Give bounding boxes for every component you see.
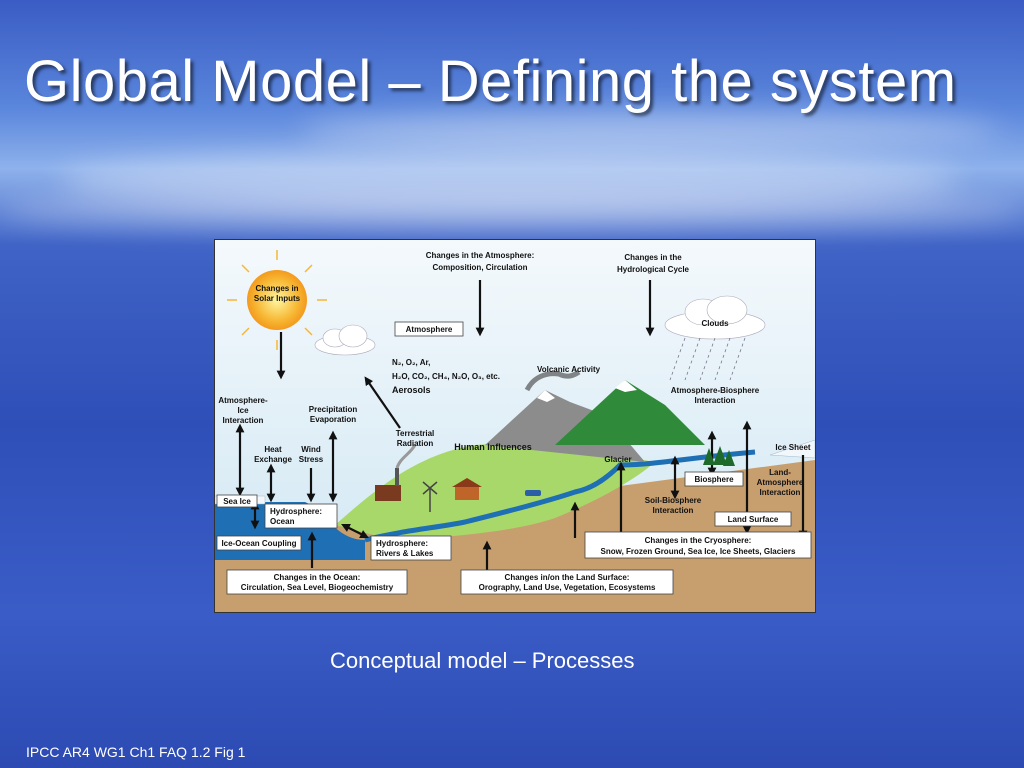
atm-bio-1: Atmosphere-Biosphere: [671, 386, 760, 395]
factory: [375, 485, 401, 501]
gases-line2: H₂O, CO₂, CH₄, N₂O, O₃, etc.: [392, 372, 500, 381]
atm-ice-1: Atmosphere-: [218, 396, 268, 405]
land-changes-box: [460, 569, 674, 595]
solar-label-2: Solar Inputs: [254, 294, 301, 303]
clouds-label: Clouds: [701, 319, 729, 328]
atmosphere-box: [394, 321, 464, 337]
land-atm-1: Land-: [769, 468, 791, 477]
rivers-1: Hydrosphere:: [376, 539, 428, 548]
background-cloud: [60, 150, 960, 210]
source-citation: IPCC AR4 WG1 Ch1 FAQ 1.2 Fig 1: [26, 744, 246, 760]
precip-1: Precipitation: [309, 405, 358, 414]
volcanic-label: Volcanic Activity: [537, 365, 601, 374]
biosphere-label: Biosphere: [694, 475, 734, 484]
land-changes-2: Orography, Land Use, Vegetation, Ecosyst…: [479, 583, 656, 592]
land-surface-label: Land Surface: [728, 515, 779, 524]
cryo-box: [584, 531, 812, 559]
ocean-changes-2: Circulation, Sea Level, Biogeochemistry: [241, 583, 394, 592]
ice-ocean-label: Ice-Ocean Coupling: [221, 539, 296, 548]
wind-2: Stress: [299, 455, 324, 464]
house: [455, 486, 479, 500]
volcanic-smoke: [524, 369, 581, 392]
chimney-smoke: [395, 444, 417, 469]
land-atm-3: Interaction: [760, 488, 801, 497]
land: [335, 443, 655, 539]
atmos-changes-1: Changes in the Atmosphere:: [426, 251, 535, 260]
background-cloud: [300, 110, 1000, 150]
heat-2: Exchange: [254, 455, 292, 464]
diagram-canvas: Changes in Solar Inputs Clouds: [215, 240, 815, 612]
ice-sheet: [769, 439, 815, 459]
river: [364, 449, 756, 543]
biosphere-box: [684, 471, 744, 487]
precip-2: Evaporation: [310, 415, 356, 424]
figure-caption: Conceptual model – Processes: [330, 648, 635, 673]
climate-system-diagram: Changes in Solar Inputs Clouds: [214, 239, 816, 613]
atmos-changes-2: Composition, Circulation: [432, 263, 527, 272]
green-mountain: [555, 380, 705, 445]
hydro-ocean-1: Hydrosphere:: [270, 507, 322, 516]
heat-1: Heat: [264, 445, 282, 454]
soil-bio-2: Interaction: [653, 506, 694, 515]
land-changes-1: Changes in/on the Land Surface:: [505, 573, 630, 582]
ice-ocean-box: [216, 535, 302, 551]
atm-ice-3: Interaction: [223, 416, 264, 425]
wind-1: Wind: [301, 445, 321, 454]
atmosphere-label: Atmosphere: [406, 325, 453, 334]
terrestrial-2: Radiation: [397, 439, 434, 448]
terrestrial-1: Terrestrial: [396, 429, 435, 438]
atm-bio-2: Interaction: [695, 396, 736, 405]
sun: [227, 250, 327, 350]
hydro-cycle-2: Hydrological Cycle: [617, 265, 690, 274]
land-atm-2: Atmosphere: [757, 478, 804, 487]
house-roof: [452, 478, 482, 487]
hydro-ocean-2: Ocean: [270, 517, 295, 526]
sea-ice-box: [216, 494, 258, 508]
aerosols-label: Aerosols: [392, 385, 431, 395]
background-cloud: [0, 190, 1024, 230]
ocean-changes-1: Changes in the Ocean:: [274, 573, 361, 582]
cryo-2: Snow, Frozen Ground, Sea Ice, Ice Sheets…: [601, 547, 796, 556]
snow-cap: [615, 380, 637, 392]
right-cloud: [664, 295, 766, 340]
rivers-2: Rivers & Lakes: [376, 549, 434, 558]
sea-ice-label: Sea Ice: [223, 497, 251, 506]
ice-sheet-label: Ice Sheet: [775, 443, 810, 452]
cryo-1: Changes in the Cryosphere:: [645, 536, 752, 545]
chimney: [395, 468, 399, 486]
atm-ice-2: Ice: [237, 406, 249, 415]
human-influences-label: Human Influences: [454, 442, 532, 452]
soil-bio-1: Soil-Biosphere: [645, 496, 702, 505]
rain: [669, 337, 746, 381]
slide-title: Global Model – Defining the system: [24, 49, 957, 114]
solar-label-1: Changes in: [255, 284, 298, 293]
hydro-cycle-1: Changes in the: [624, 253, 682, 262]
trees: [703, 446, 735, 466]
glacier-label: Glacier: [604, 455, 631, 464]
rivers-box: [370, 535, 452, 561]
process-arrows: [235, 280, 808, 570]
left-cloud: [314, 324, 376, 356]
hydro-ocean-box: [264, 503, 338, 529]
gases-line1: N₂, O₂, Ar,: [392, 358, 430, 367]
windmill-blades: [422, 481, 438, 495]
car: [525, 490, 541, 496]
land-surface-box: [714, 511, 792, 527]
snow-cap: [537, 390, 555, 402]
ocean-changes-box: [226, 569, 408, 595]
